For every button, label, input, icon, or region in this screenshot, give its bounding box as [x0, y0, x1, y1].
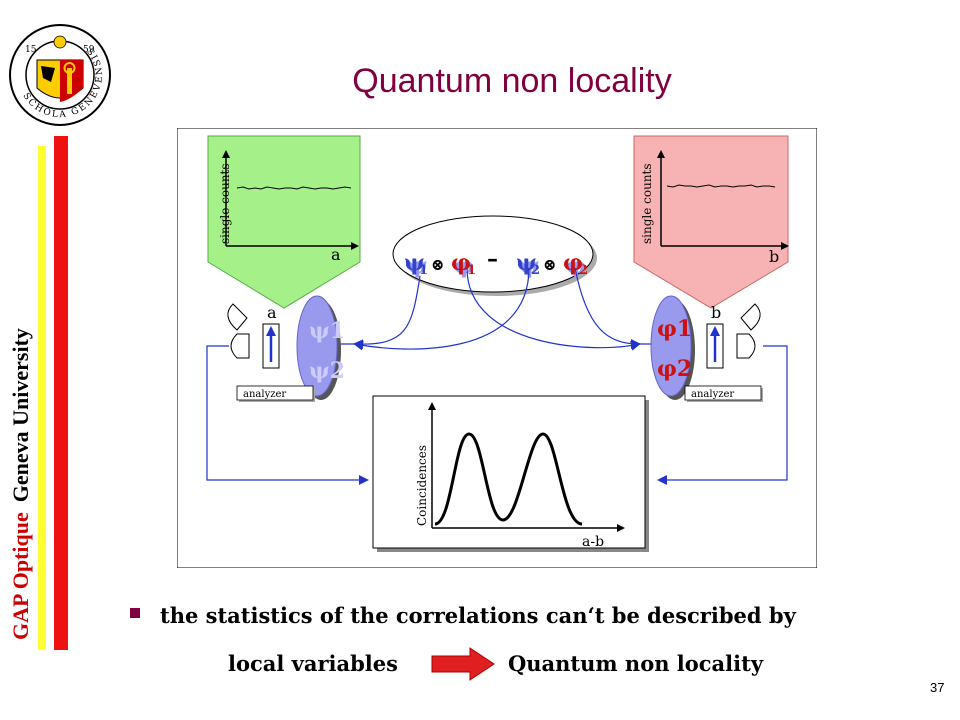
bullet-marker	[130, 608, 140, 618]
coincidence-ylabel: Coincidences	[415, 445, 429, 526]
conclusion-left: local variables	[228, 651, 398, 676]
state-phi2: φ	[563, 250, 583, 276]
state-phi2-sub: 2	[579, 263, 588, 278]
conclusion-right: Quantum non locality	[508, 651, 764, 676]
right-setting-label: b	[711, 303, 721, 322]
left-interferometer-psi1: ψ1	[309, 318, 345, 344]
side-label-university: Geneva University	[8, 328, 33, 503]
state-phi1: φ	[451, 250, 471, 276]
left-interferometer-psi2: ψ2	[309, 358, 345, 384]
state-psi1-sub: 1	[419, 263, 428, 278]
entangled-state-source: ψ φ ψ φ ψ 1 ⊗ φ 1 – ψ 2 ⊗ φ 2	[392, 215, 597, 296]
side-bar-red	[54, 136, 68, 650]
svg-text:ψ: ψ	[407, 253, 428, 279]
state-formula-shadow: ψ φ ψ φ	[407, 253, 586, 279]
svg-text:φ: φ	[454, 253, 474, 279]
quantum-diagram: single counts a single counts b ψ φ ψ φ …	[177, 128, 817, 568]
state-tensor-2: ⊗	[543, 255, 556, 274]
left-analyzer: a analyzer	[227, 303, 315, 402]
coincidence-panel: Coincidences a-b	[372, 395, 649, 552]
right-analyzer-label: analyzer	[691, 389, 734, 400]
university-logo: SCHOLA GENEVENSIS 15 59	[9, 24, 111, 126]
coincidence-xlabel: a-b	[582, 534, 604, 550]
bullet-text: the statistics of the correlations can‘t…	[160, 603, 796, 628]
left-analyzer-label: analyzer	[243, 389, 286, 400]
left-single-counts-panel: single counts a	[207, 135, 361, 309]
logo-year-right: 59	[83, 45, 95, 55]
right-interferometer-phi1: φ1	[657, 316, 692, 342]
left-interferometer: ψ1 ψ2	[296, 295, 345, 400]
photon-paths	[317, 267, 687, 351]
logo-year-left: 15	[25, 45, 37, 55]
side-label-lab: GAP Optique	[8, 512, 33, 640]
state-formula: ψ 1 ⊗ φ 1 – ψ 2 ⊗ φ 2	[404, 246, 588, 278]
right-analyzer: b analyzer	[684, 303, 763, 402]
coincidence-lines	[206, 345, 788, 485]
implies-arrow-icon	[431, 647, 495, 681]
right-panel-xlabel: b	[769, 247, 779, 266]
state-phi1-sub: 1	[467, 263, 476, 278]
right-interferometer: φ1 φ2	[650, 295, 695, 400]
state-minus: –	[487, 246, 498, 272]
right-panel-ylabel: single counts	[640, 163, 654, 244]
left-setting-label: a	[267, 303, 277, 322]
state-psi1: ψ	[404, 250, 425, 276]
svg-text:φ: φ	[566, 253, 586, 279]
state-psi2: ψ	[516, 250, 537, 276]
left-panel-xlabel: a	[331, 245, 341, 264]
side-bar-yellow	[38, 146, 46, 650]
page-title: Quantum non locality	[352, 62, 672, 100]
svg-text:ψ: ψ	[519, 253, 540, 279]
state-tensor-1: ⊗	[431, 255, 444, 274]
side-label: GAP Optique Geneva University	[8, 328, 34, 640]
right-interferometer-phi2: φ2	[657, 356, 692, 382]
page-number: 37	[930, 680, 945, 695]
state-psi2-sub: 2	[531, 263, 540, 278]
left-panel-ylabel: single counts	[218, 163, 232, 244]
right-single-counts-panel: single counts b	[633, 135, 789, 309]
